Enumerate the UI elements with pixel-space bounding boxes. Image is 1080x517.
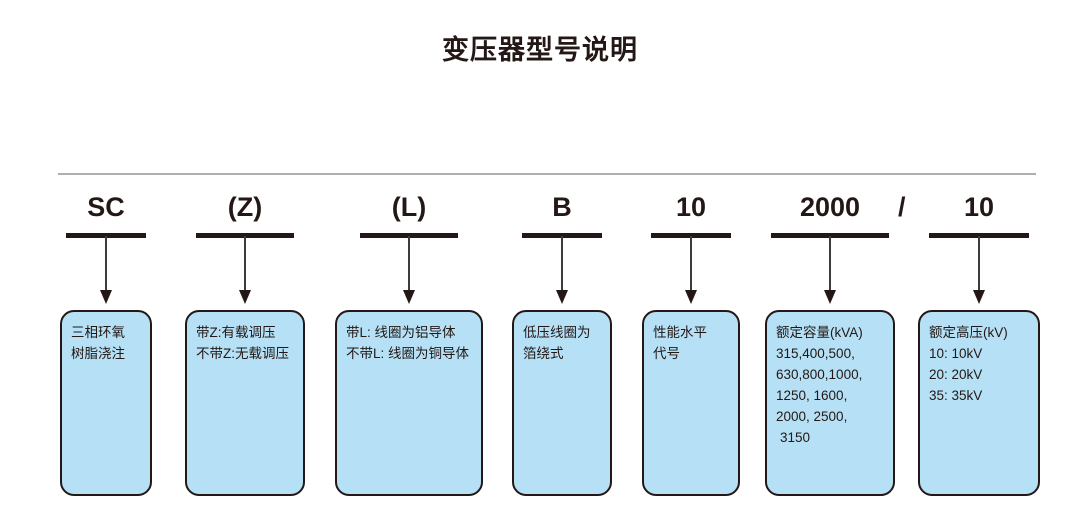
code-cell-4: 10	[642, 190, 740, 224]
arrow-head-6	[973, 290, 985, 304]
code-cell-0: SC	[60, 190, 152, 224]
code-underline-2	[360, 233, 458, 238]
arrow-head-0	[100, 290, 112, 304]
code-cell-2: (L)	[335, 190, 483, 224]
arrow-1	[239, 236, 252, 308]
info-line: 箔绕式	[523, 346, 564, 361]
info-line: 不带Z:无载调压	[196, 346, 289, 361]
arrow-2	[403, 236, 416, 308]
code-label-2: (L)	[391, 192, 427, 222]
info-line: 带Z:有载调压	[196, 325, 276, 340]
info-line: 1250, 1600,	[776, 388, 848, 403]
info-line: 20: 20kV	[929, 367, 983, 382]
code-underline-6	[929, 233, 1029, 238]
info-line: 630,800,1000,	[776, 367, 863, 382]
arrow-shaft-1	[244, 236, 246, 294]
page-title: 变压器型号说明	[442, 35, 638, 65]
code-label-3: B	[552, 192, 572, 222]
code-underline-5	[771, 233, 889, 238]
info-line: 3150	[780, 430, 811, 445]
info-box-5: 额定容量(kVA) 315,400,500, 630,800,1000, 125…	[765, 310, 895, 496]
arrow-shaft-5	[829, 236, 831, 294]
arrow-6	[973, 236, 986, 308]
arrow-head-2	[403, 290, 415, 304]
code-underline-0	[66, 233, 146, 238]
arrow-shaft-3	[561, 236, 563, 294]
arrow-shaft-4	[690, 236, 692, 294]
code-cell-3: B	[512, 190, 612, 224]
info-box-2: 带L: 线圈为铝导体 不带L: 线圈为铜导体	[335, 310, 483, 496]
code-label-6: 10	[963, 192, 995, 222]
info-line: 树脂浇注	[71, 346, 125, 361]
info-line: 额定容量(kVA)	[776, 325, 863, 340]
info-box-4: 性能水平 代号	[642, 310, 740, 496]
info-box-0: 三相环氧 树脂浇注	[60, 310, 152, 496]
info-box-6: 额定高压(kV) 10: 10kV 20: 20kV 35: 35kV	[918, 310, 1040, 496]
code-underline-4	[651, 233, 731, 238]
info-box-3: 低压线圈为 箔绕式	[512, 310, 612, 496]
arrow-head-1	[239, 290, 251, 304]
info-line: 315,400,500,	[776, 346, 855, 361]
voltage-separator: /	[898, 192, 906, 222]
info-line: 额定高压(kV)	[929, 325, 1008, 340]
code-underline-1	[196, 233, 294, 238]
arrow-0	[100, 236, 113, 308]
arrow-head-5	[824, 290, 836, 304]
code-cell-1: (Z)	[185, 190, 305, 224]
info-line: 不带L: 线圈为铜导体	[346, 346, 470, 361]
info-line: 三相环氧	[71, 325, 125, 340]
arrow-head-4	[685, 290, 697, 304]
code-cell-6: 10	[918, 190, 1040, 224]
code-underline-3	[522, 233, 602, 238]
arrow-4	[685, 236, 698, 308]
arrow-shaft-2	[408, 236, 410, 294]
info-line: 性能水平	[653, 325, 707, 340]
info-line: 35: 35kV	[929, 388, 983, 403]
info-box-1: 带Z:有载调压 不带Z:无载调压	[185, 310, 305, 496]
info-line: 低压线圈为	[523, 325, 591, 340]
header-divider	[58, 173, 1036, 175]
code-label-0: SC	[87, 192, 125, 222]
code-label-5: 2000	[799, 192, 861, 222]
info-line: 带L: 线圈为铝导体	[346, 325, 456, 340]
info-line: 10: 10kV	[929, 346, 983, 361]
arrow-3	[556, 236, 569, 308]
arrow-shaft-0	[105, 236, 107, 294]
info-line: 2000, 2500,	[776, 409, 848, 424]
code-label-4: 10	[675, 192, 707, 222]
arrow-head-3	[556, 290, 568, 304]
code-cell-5: 2000	[765, 190, 895, 224]
arrow-shaft-6	[978, 236, 980, 294]
arrow-5	[824, 236, 837, 308]
info-line: 代号	[653, 346, 680, 361]
code-label-1: (Z)	[227, 192, 263, 222]
